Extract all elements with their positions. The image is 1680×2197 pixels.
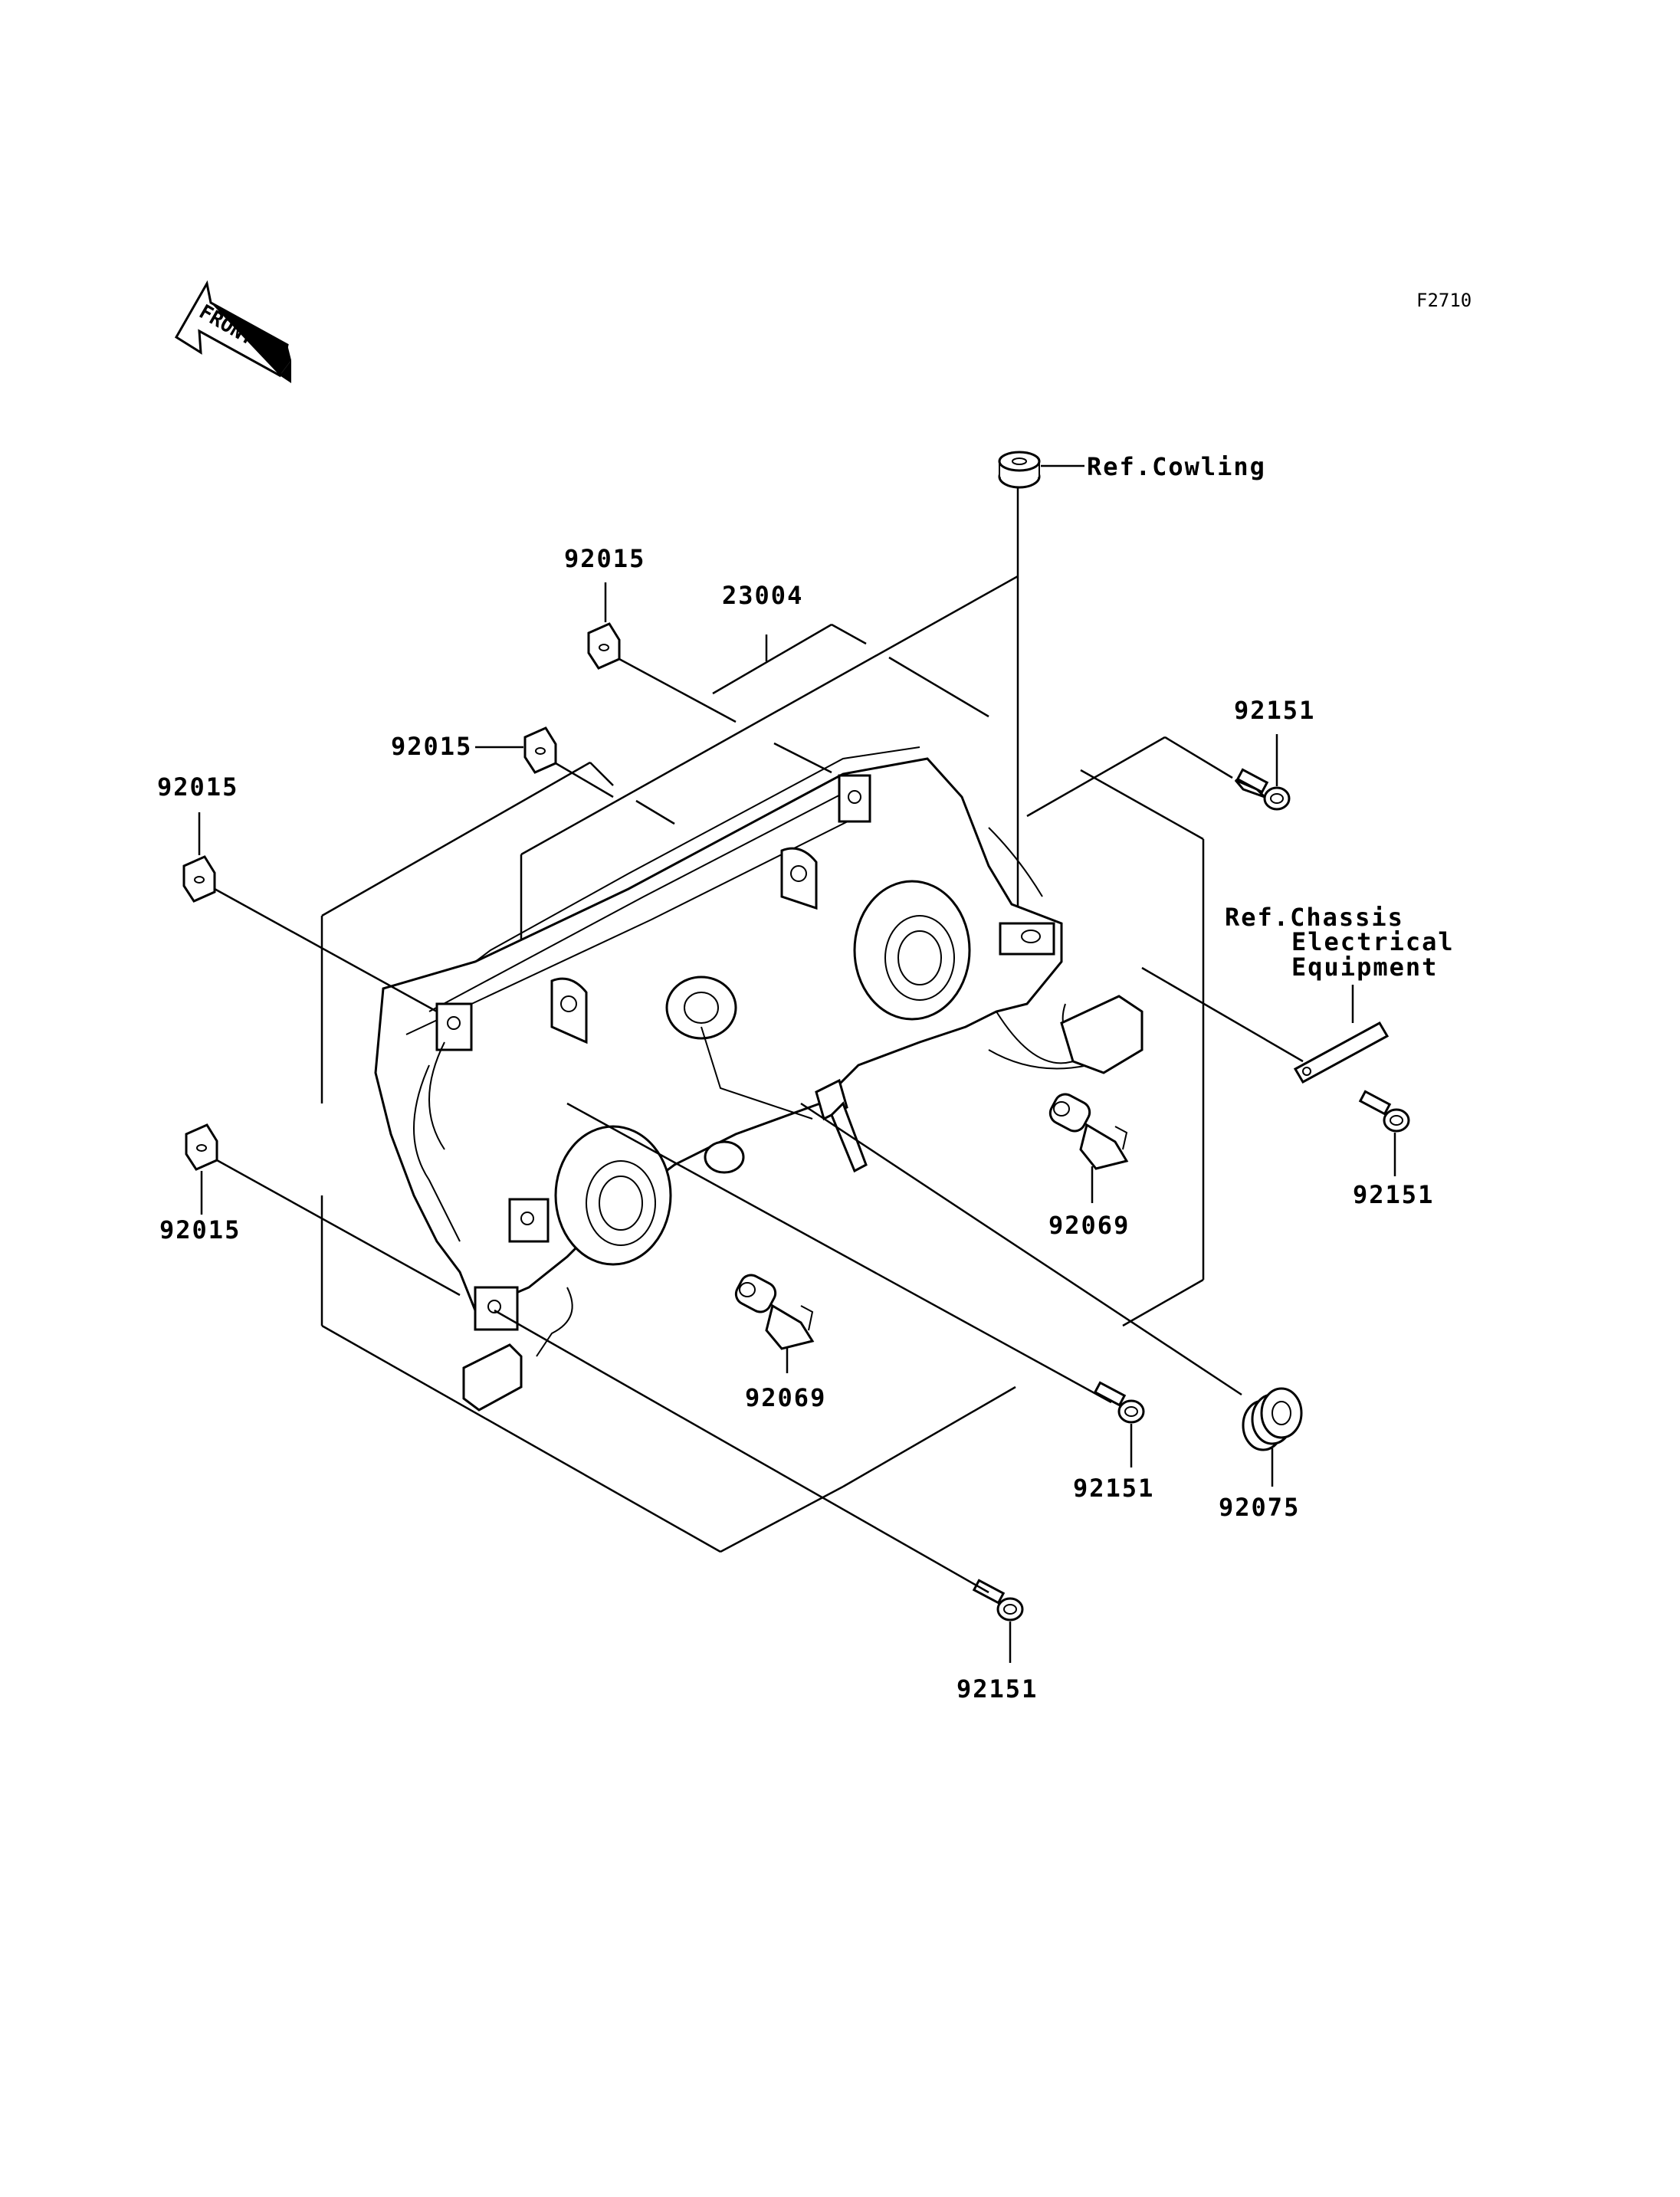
bolt-center-label: 92151 [1073,1474,1154,1503]
bolt-bottom-label: 92151 [956,1674,1038,1703]
bulb-center-label: 92069 [745,1383,826,1412]
cowling-grommet-icon [998,451,1041,489]
grommet-label: 92075 [1219,1493,1300,1522]
bulb-center-icon [734,1274,815,1350]
bolt-right-label: 92151 [1353,1180,1434,1209]
bolt-upper-right-label: 92151 [1234,696,1315,725]
bolt-center-icon [1093,1381,1145,1424]
clip-nut-left-icon [182,855,216,903]
clip-nut-mid-icon [523,726,557,774]
grommet-icon [1242,1387,1303,1451]
clip-left-label: 92015 [157,772,238,802]
ref-chassis-label-3: Equipment [1291,953,1438,982]
ref-cowling-label: Ref.Cowling [1087,452,1266,481]
assembly-label: 23004 [722,581,803,610]
clip-mid-label: 92015 [391,732,472,761]
ground-strap-icon [1293,1021,1390,1084]
bolt-right-icon [1358,1090,1410,1133]
headlight-assembly [374,746,1144,1412]
clip-lower-label: 92015 [159,1215,241,1244]
clip-nut-top-icon [587,622,621,670]
bolt-bottom-icon [972,1579,1024,1622]
figure-code: F2710 [1416,290,1472,311]
clip-nut-lower-icon [185,1123,218,1171]
bulb-right-label: 92069 [1048,1211,1130,1240]
bolt-upper-right-icon [1234,768,1291,811]
front-arrow-icon: FRONT [174,280,291,383]
ref-chassis-label-1: Ref.Chassis [1225,903,1404,932]
ref-chassis-label-2: Electrical [1291,927,1455,956]
clip-top-label: 92015 [564,544,645,573]
assembly-outline [320,575,1233,1553]
bulb-right-icon [1048,1093,1129,1170]
